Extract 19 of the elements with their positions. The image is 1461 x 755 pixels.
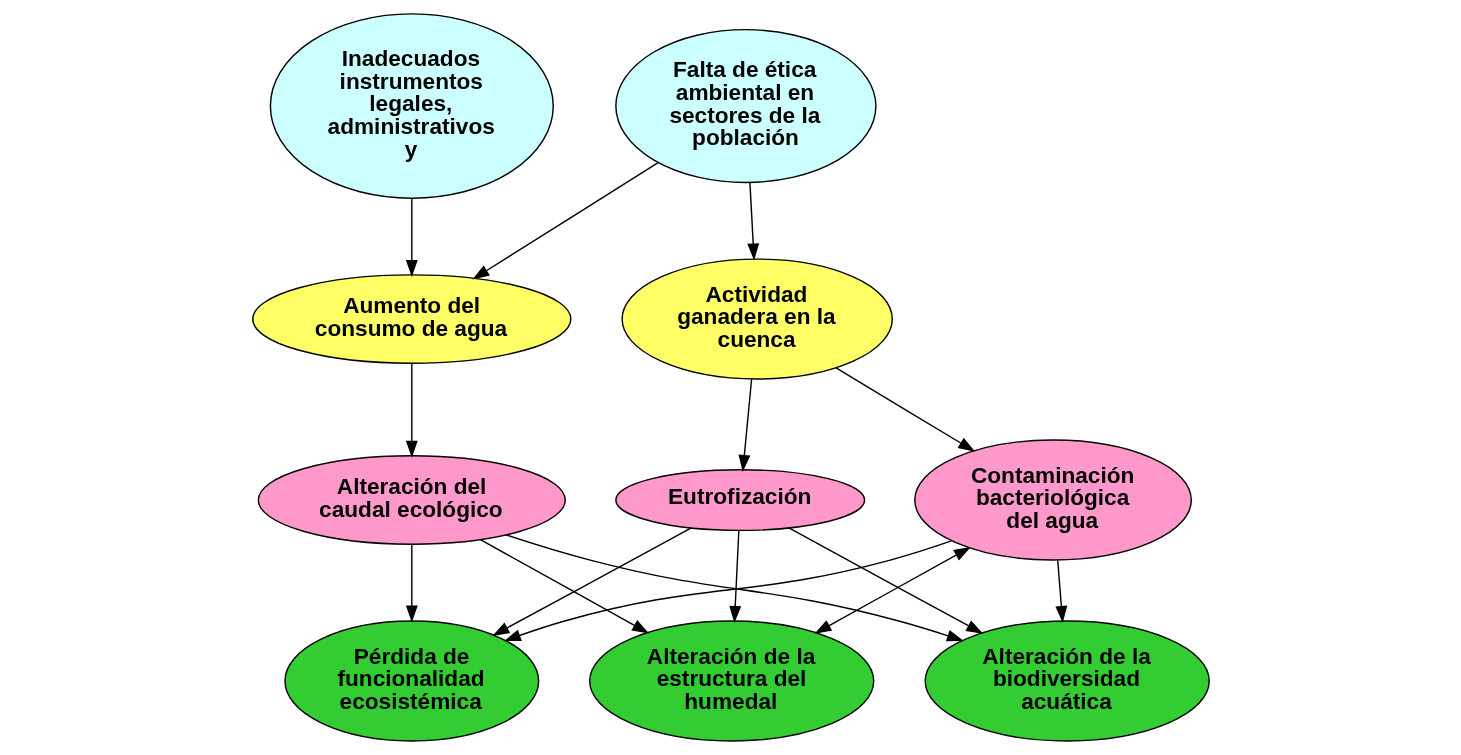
node-ellipse: Inadecuados instrumentos legales, administrativos y	[269, 13, 554, 199]
arrow	[787, 527, 983, 634]
node-ellipse: Alteración del caudal ecológico	[257, 455, 566, 545]
node-ellipse: Aumento del consumo de agua	[251, 274, 572, 364]
arrow	[746, 181, 759, 261]
arrow	[814, 546, 971, 634]
node-ellipse: Eutrofización	[614, 469, 865, 532]
node-ellipse: Falta de ética ambiental en sectores de la población	[614, 28, 877, 184]
arrow	[405, 543, 418, 623]
arrow	[834, 367, 975, 452]
arrow	[728, 529, 741, 623]
arrow	[405, 197, 418, 278]
node-ellipse: Actividad ganadera en la cuenca	[620, 258, 893, 380]
arrow	[405, 362, 418, 458]
arrow	[479, 538, 649, 634]
arrow	[1054, 559, 1067, 623]
arrow	[491, 527, 692, 636]
arrow	[471, 161, 659, 280]
arrow	[737, 378, 752, 472]
